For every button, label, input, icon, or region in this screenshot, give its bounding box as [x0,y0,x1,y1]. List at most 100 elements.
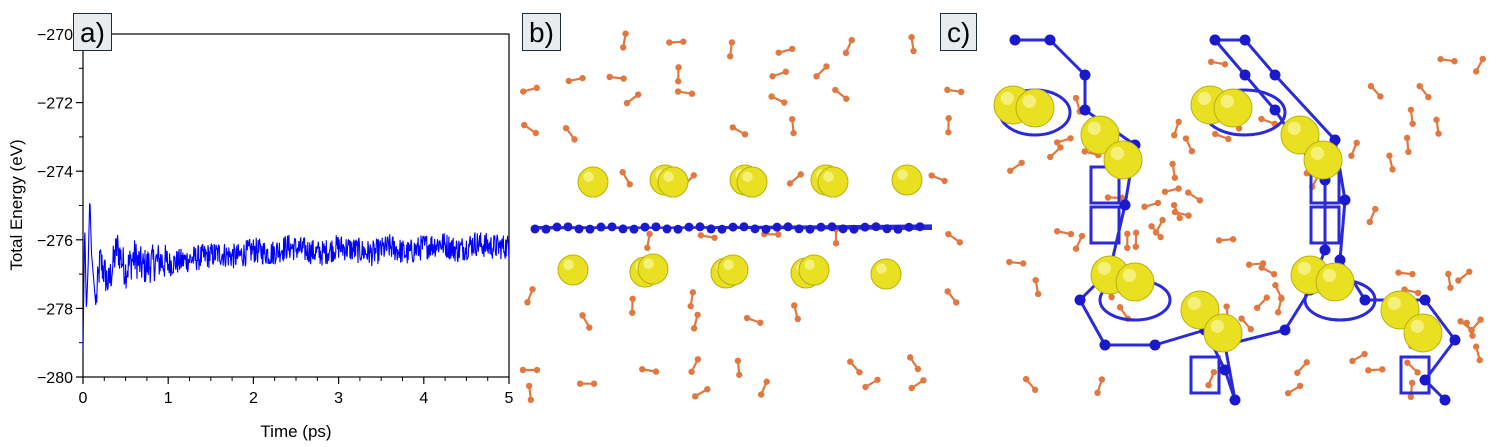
guest-atom [957,88,965,96]
guest-atom [1175,118,1182,126]
guest-atom [646,230,653,238]
framework-atom [1329,134,1341,146]
guest-atom [1349,357,1356,365]
guest-atom [734,357,742,365]
guest-atom [842,49,850,57]
guest-atom [1433,116,1440,123]
guest-atom [1053,139,1061,146]
framework-bond [1213,39,1247,76]
guest-atom [529,286,536,293]
framework-bond [1078,299,1107,346]
framework-bond [1399,355,1431,395]
guest-atom [628,309,636,316]
guest-atom [1215,237,1223,244]
panel-c-label: c) [940,13,978,51]
guest-atom [1409,270,1416,278]
x-tick-label: 1 [164,390,173,407]
guest-atom [1469,332,1476,339]
guest-atom [626,181,633,188]
cation-sphere [891,164,923,196]
framework-atom [1099,339,1111,351]
guest-atom [1414,289,1422,297]
framework-atom [1074,294,1086,306]
guest-atom [562,124,570,132]
guest-atom [520,366,527,374]
guest-atom [623,99,631,107]
guest-atom [711,234,718,241]
guest-atom [1188,147,1196,155]
framework-atom [761,224,771,234]
cation-sphere [1115,262,1155,302]
framework-atom [1009,34,1021,46]
cation-highlight [583,171,594,182]
guest-atom [1395,269,1402,276]
guest-atom [763,378,770,385]
cation-sphere [1015,88,1055,128]
guest-atom [690,172,697,179]
guest-atom [1205,381,1212,389]
guest-atom [1294,369,1301,376]
guest-atom [1169,160,1176,168]
guest-atom [576,380,584,387]
y-tick-label: −272 [37,96,73,113]
cation-highlight [1322,268,1336,282]
guest-atom [1047,153,1054,161]
guest-atom [1259,260,1267,267]
guest-atom [1447,284,1454,291]
guest-atom [790,129,797,137]
guest-atom [1466,268,1473,275]
guest-atom [1072,245,1080,252]
guest-atom [1468,327,1475,334]
guest-atom [1405,148,1412,156]
framework-atom [1339,194,1351,206]
framework-atom [574,224,584,234]
framework-bond [1189,355,1221,395]
guest-atom [1132,243,1140,250]
guest-atom [1416,82,1423,90]
guest-atom [579,312,586,319]
guest-atom [1104,194,1112,201]
guest-atom [1455,277,1462,284]
guest-atom [1007,167,1014,174]
x-axis-label: Time (ps) [260,422,331,441]
guest-atom [1407,106,1415,113]
guest-atom [1170,201,1178,209]
framework-atom [871,222,881,232]
guest-atom [1094,389,1101,397]
framework-atom [1209,34,1221,46]
guest-atom [1425,93,1432,101]
guest-atom [1223,303,1230,310]
guest-atom [1404,359,1411,366]
guest-atom [1132,229,1140,236]
framework-atom [816,222,826,232]
framework-atom [552,222,562,232]
guest-atom [944,86,951,94]
framework-atom [893,224,903,234]
cation-highlight [1022,94,1036,108]
guest-atom [1238,315,1245,322]
guest-atom [1116,304,1124,311]
framework-atom [629,224,639,234]
guest-atom [644,244,651,252]
structure-side-view [520,30,965,404]
guest-atom [1303,359,1310,366]
guest-atom [1437,55,1444,63]
guest-atom [757,391,765,398]
framework-bond [1154,328,1206,347]
guest-atom [1284,390,1292,397]
framework-bond [1309,205,1341,245]
cation-sphere [557,254,589,286]
y-tick-label: −276 [37,233,73,250]
guest-atom [1245,261,1253,268]
guest-atom [775,49,782,56]
guest-atom [862,383,869,391]
guest-atom [1067,135,1074,142]
guest-atom [622,30,629,37]
cation-sphere [1315,262,1355,302]
guest-atom [1386,152,1393,159]
guest-atom [619,169,626,176]
cation-sphere [1303,140,1343,180]
guest-atom [520,88,527,95]
cation-sphere [1213,88,1253,128]
